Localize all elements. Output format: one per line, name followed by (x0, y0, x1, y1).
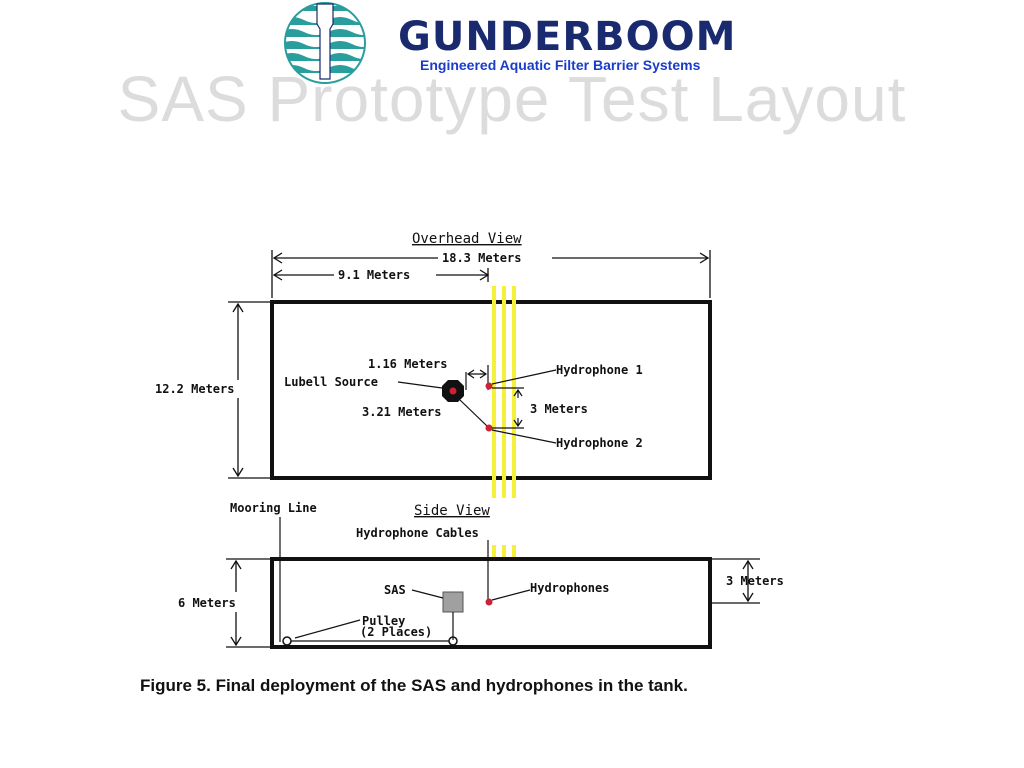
slide-title: SAS Prototype Test Layout (117, 63, 907, 135)
lubell-source-icon (442, 380, 464, 402)
mooring-line-label: Mooring Line (230, 501, 317, 515)
spacing-label: 3 Meters (530, 402, 588, 416)
side-view-heading: Side View (414, 503, 490, 519)
logo-brand-text: GUNDERBOOM (398, 14, 737, 60)
sas-device (442, 591, 464, 613)
gunderboom-logo: GUNDERBOOM Engineered Aquatic Filter Bar… (280, 2, 800, 84)
logo-tagline: Engineered Aquatic Filter Barrier System… (420, 57, 701, 73)
half-width-label: 9.1 Meters (338, 268, 410, 282)
width-dimension (271, 250, 711, 298)
half-width-dimension (272, 268, 490, 282)
hydrophone-2-marker (485, 424, 493, 432)
hydrophone-1-marker (485, 382, 493, 390)
depth-label: 3 Meters (726, 574, 784, 588)
hydrophone-1-label: Hydrophone 1 (556, 363, 643, 377)
logo-emblem-icon (284, 2, 366, 84)
sas-label: SAS (384, 583, 406, 597)
width-label: 18.3 Meters (442, 251, 521, 265)
hydrophone-2-label: Hydrophone 2 (556, 436, 643, 450)
hydrophone-cables-label: Hydrophone Cables (356, 526, 479, 540)
offset-label: 1.16 Meters (368, 357, 447, 371)
side-hydrophones-marker (485, 598, 493, 606)
overhead-view-heading: Overhead View (412, 231, 522, 247)
pulley-places-label: (2 Places) (360, 625, 432, 639)
lubell-source-label: Lubell Source (284, 375, 378, 389)
figure-caption: Figure 5. Final deployment of the SAS an… (140, 676, 688, 695)
pulley-left-icon (282, 636, 292, 646)
height-dimension (228, 301, 270, 479)
yellow-cable-lines (492, 286, 516, 559)
tank-side-outline (270, 557, 712, 649)
side-height-label: 6 Meters (178, 596, 236, 610)
diagonal-distance-label: 3.21 Meters (362, 405, 441, 419)
tank-overhead-outline (270, 300, 712, 480)
hydrophones-label: Hydrophones (530, 581, 609, 595)
pulley-label: Pulley (362, 614, 405, 628)
height-label: 12.2 Meters (155, 382, 234, 396)
